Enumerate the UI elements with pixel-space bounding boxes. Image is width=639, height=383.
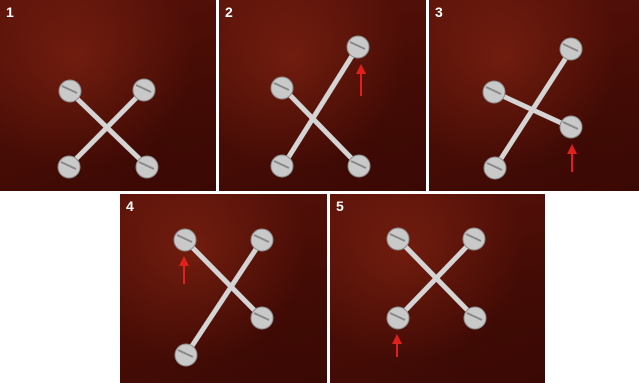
screw-diagram (330, 194, 545, 383)
panel-2: 2 (219, 0, 426, 191)
arrow-icon (356, 64, 366, 96)
panel-4: 4 (120, 194, 327, 383)
screw-icon (271, 77, 293, 99)
screw-icon (347, 36, 369, 58)
screw-diagram (219, 0, 426, 191)
arrow-icon (567, 144, 577, 172)
screw-icon (484, 157, 506, 179)
wire (283, 88, 359, 166)
screw-diagram (429, 0, 639, 191)
screw-icon (175, 344, 197, 366)
screw-diagram (120, 194, 327, 383)
arrow-icon (392, 334, 402, 357)
screw-icon (560, 38, 582, 60)
screw-icon (387, 228, 409, 250)
screw-icon (136, 156, 158, 178)
panel-3: 3 (429, 0, 639, 191)
screw-icon (59, 80, 81, 102)
screw-icon (560, 116, 582, 138)
screw-icon (464, 307, 486, 329)
wire (185, 240, 262, 318)
screw-icon (463, 228, 485, 250)
screw-icon (58, 156, 80, 178)
screw-icon (251, 307, 273, 329)
screw-icon (174, 229, 196, 251)
screw-icon (483, 81, 505, 103)
panel-1: 1 (0, 0, 216, 191)
wire (186, 240, 262, 355)
panel-5: 5 (330, 194, 545, 383)
arrow-icon (179, 256, 189, 284)
screw-icon (348, 155, 370, 177)
wire (495, 50, 571, 168)
screw-diagram (0, 0, 216, 191)
screw-icon (251, 229, 273, 251)
screw-icon (271, 155, 293, 177)
screw-icon (387, 307, 409, 329)
screw-icon (133, 79, 155, 101)
wire (283, 48, 357, 166)
